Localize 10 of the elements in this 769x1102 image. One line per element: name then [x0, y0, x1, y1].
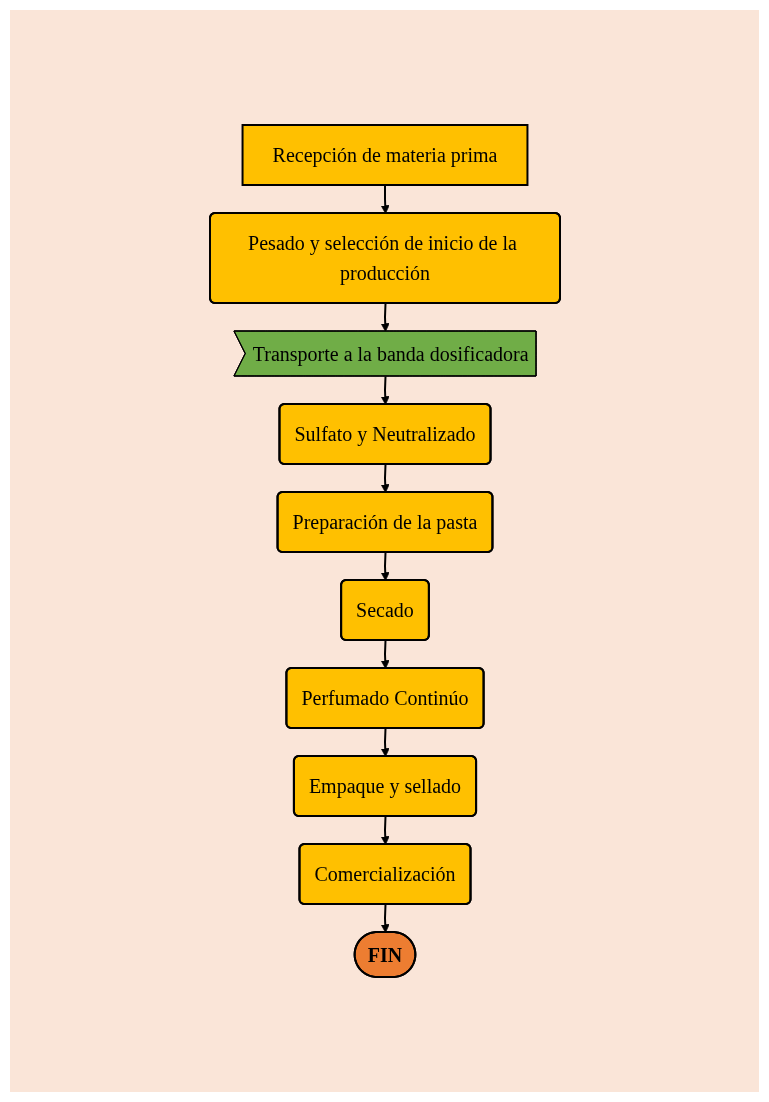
node-box: Recepción de materia prima: [241, 124, 528, 186]
arrow: [380, 727, 390, 757]
arrow: [380, 302, 390, 332]
arrow: [380, 463, 390, 493]
arrow: [380, 639, 390, 669]
arrow: [380, 551, 390, 581]
arrow: [380, 903, 390, 933]
arrow: [380, 184, 390, 214]
arrow: [380, 375, 390, 405]
arrow: [380, 815, 390, 845]
